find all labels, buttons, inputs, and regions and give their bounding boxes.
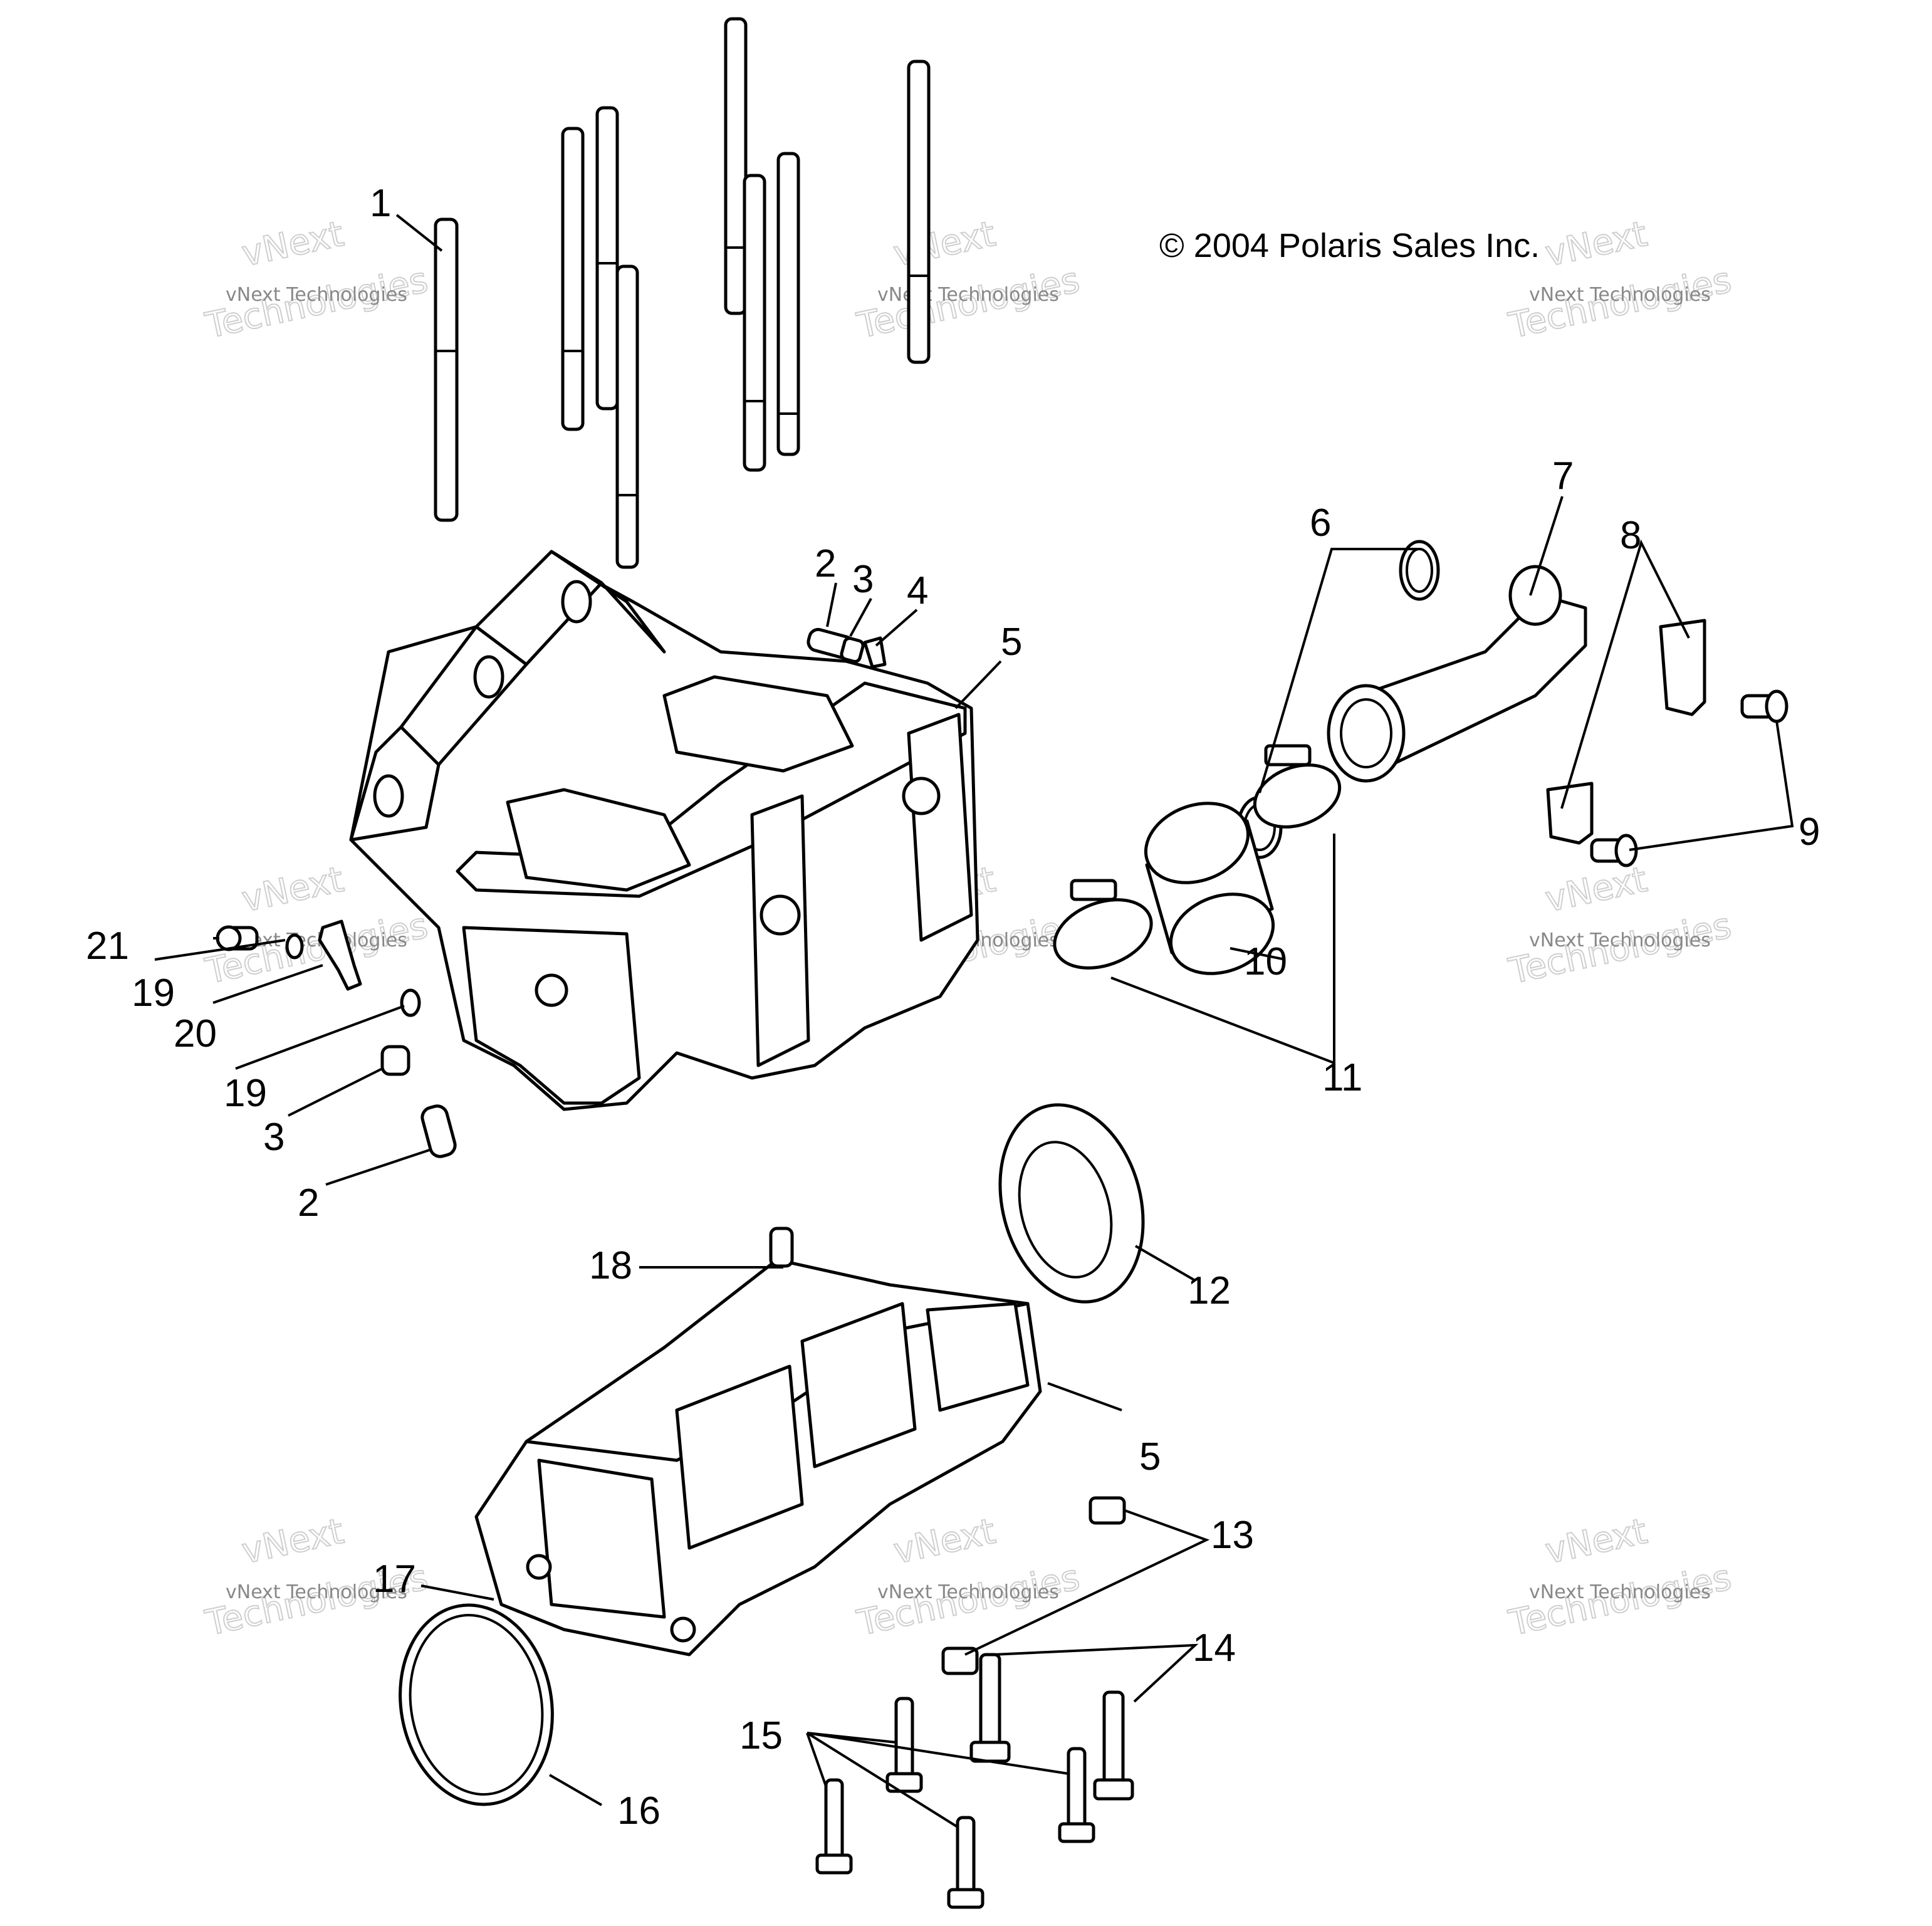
callout-11: 11 [1322, 1056, 1362, 1099]
plug [1089, 1496, 1126, 1525]
plug [941, 1646, 979, 1675]
flange-bolt [815, 1778, 853, 1875]
callout-5-lower: 5 [1139, 1435, 1161, 1479]
part-16-ring [399, 1603, 554, 1806]
flange-bolt [1093, 1690, 1134, 1801]
svg-text:vNext Technologies: vNext Technologies [877, 284, 1059, 306]
watermark-bottom-right: vNext Technologies vNext Technologies [1505, 1510, 1735, 1645]
part-11-clamps [1053, 744, 1342, 970]
svg-text:vNext: vNext [238, 1511, 347, 1573]
stud [907, 60, 931, 364]
stud [615, 264, 639, 569]
part-2-dowel-bottom [420, 1104, 457, 1158]
part-5-upper-crankcase [349, 550, 979, 1111]
callout-1: 1 [370, 182, 391, 225]
stud [776, 152, 800, 456]
callout-2-left: 2 [298, 1181, 319, 1225]
callout-5-upper: 5 [1001, 620, 1022, 664]
screw [1590, 834, 1638, 867]
stud [434, 217, 459, 522]
svg-text:vNext: vNext [238, 859, 347, 921]
callout-8: 8 [1620, 514, 1641, 557]
part-4-fitting [863, 636, 887, 669]
callout-19-upper: 19 [132, 971, 175, 1015]
callout-13: 13 [1211, 1514, 1254, 1557]
callout-17: 17 [373, 1557, 416, 1601]
part-7-elbow-tube [1327, 565, 1587, 783]
copyright-notice: © 2004 Polaris Sales Inc. [1159, 227, 1540, 264]
callout-16: 16 [617, 1789, 661, 1833]
o-ring [1399, 540, 1440, 601]
flange-bolt [947, 1816, 984, 1909]
part-13-plugs [941, 1496, 1126, 1675]
part-9-screws [1590, 689, 1788, 867]
watermark-bottom-center: vNext Technologies vNext Technologies [853, 1510, 1083, 1645]
flange-bolt [885, 1697, 923, 1793]
svg-text:vNext Technologies: vNext Technologies [877, 1581, 1059, 1603]
svg-text:vNext: vNext [238, 214, 347, 275]
callout-10: 10 [1244, 940, 1287, 983]
svg-text:vNext Technologies: vNext Technologies [1529, 1581, 1711, 1603]
callout-labels: 1 2 3 4 5 6 7 8 9 10 11 12 13 14 15 16 1… [86, 182, 1820, 1833]
callout-14: 14 [1193, 1626, 1236, 1670]
watermark-mid-right: vNext Technologies vNext Technologies [1505, 859, 1735, 993]
part-3-dowel-sleeve-bottom [380, 1045, 410, 1076]
part-5-lower-crankcase [474, 1227, 1042, 1656]
svg-text:vNext: vNext [1542, 214, 1651, 275]
callout-15: 15 [739, 1714, 783, 1757]
part-15-bolts [815, 1697, 1095, 1909]
stud [561, 127, 585, 431]
callout-7: 7 [1552, 454, 1574, 498]
leader-lines [154, 214, 1794, 1828]
svg-text:vNext Technologies: vNext Technologies [226, 1581, 407, 1603]
svg-text:vNext Technologies: vNext Technologies [1529, 929, 1711, 951]
part-3-dowel-sleeve-top [840, 636, 865, 664]
callout-21: 21 [86, 924, 129, 968]
screw [1740, 689, 1788, 723]
stud [595, 106, 619, 411]
callout-12: 12 [1188, 1269, 1231, 1312]
callout-19-lower: 19 [224, 1072, 267, 1115]
part-19-washer-b [400, 988, 421, 1017]
callout-20: 20 [174, 1012, 217, 1055]
svg-text:vNext: vNext [890, 214, 999, 275]
callout-4: 4 [907, 569, 928, 612]
callout-3: 3 [852, 558, 874, 601]
callout-18: 18 [589, 1244, 632, 1287]
callout-2: 2 [815, 542, 836, 585]
callout-6: 6 [1310, 501, 1331, 545]
callout-3-left: 3 [263, 1116, 285, 1159]
part-19-washer-a [285, 933, 304, 960]
watermark-top-left: vNext Technologies vNext Technologies [201, 213, 432, 347]
svg-text:vNext: vNext [1542, 859, 1651, 921]
svg-text:vNext Technologies: vNext Technologies [226, 284, 407, 306]
part-20-fitting [318, 919, 362, 991]
hose-clamp [1053, 879, 1153, 970]
watermark-top-center: vNext Technologies vNext Technologies [853, 213, 1083, 347]
svg-text:vNext: vNext [890, 1511, 999, 1573]
svg-text:vNext Technologies: vNext Technologies [1529, 284, 1711, 306]
flange-bolt [1058, 1747, 1095, 1843]
bracket [1546, 782, 1594, 845]
hose-clamp [1253, 744, 1342, 829]
watermark-top-right: vNext Technologies vNext Technologies [1505, 213, 1735, 347]
stud [743, 174, 766, 472]
part-12-seal [998, 1103, 1145, 1304]
part-1-studs [434, 17, 931, 569]
callout-9: 9 [1799, 810, 1820, 854]
stud [724, 17, 748, 315]
part-14-bolts [969, 1653, 1134, 1801]
part-10-hose [1144, 802, 1275, 975]
bracket [1659, 619, 1706, 716]
svg-text:vNext: vNext [1542, 1511, 1651, 1573]
part-8-brackets [1546, 619, 1706, 845]
